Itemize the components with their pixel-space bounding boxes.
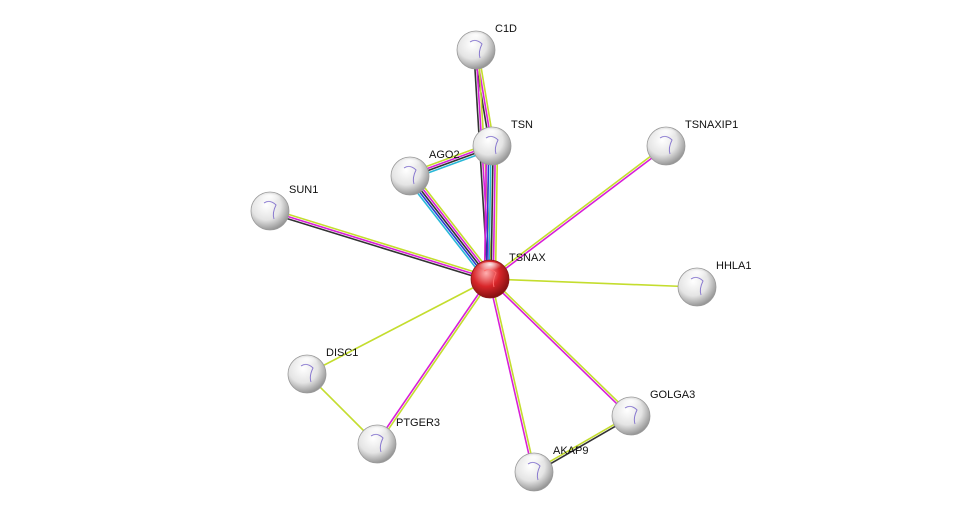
node-highlight bbox=[464, 33, 488, 45]
edge-line-textmining bbox=[306, 278, 491, 375]
node-label: TSN bbox=[511, 119, 533, 131]
edge-line-databases bbox=[488, 145, 492, 279]
node-label: C1D bbox=[495, 23, 517, 35]
edge-line-textmining bbox=[377, 279, 492, 446]
edge-line-experiments bbox=[483, 145, 488, 279]
node-tsnaxip1[interactable]: TSNAXIP1 bbox=[646, 119, 738, 166]
edge-line-experiments bbox=[492, 146, 497, 280]
edge-golga3-tsnax[interactable] bbox=[488, 277, 633, 418]
edge-line-coexpression bbox=[409, 175, 491, 280]
edge-line-textmining bbox=[494, 146, 499, 280]
edge-line-textmining bbox=[270, 208, 491, 278]
node-hhla1[interactable]: HHLA1 bbox=[677, 260, 751, 307]
node-label: TSNAX bbox=[509, 252, 546, 264]
node-label: AGO2 bbox=[429, 149, 460, 161]
node-ago2[interactable]: AGO2 bbox=[390, 149, 460, 196]
node-highlight bbox=[480, 129, 504, 141]
node-highlight bbox=[685, 270, 709, 282]
edge-line-experiments bbox=[411, 174, 493, 279]
edge-line-experiments bbox=[269, 210, 491, 280]
node-label: HHLA1 bbox=[716, 260, 751, 272]
edge-line-cooccurrence bbox=[407, 176, 489, 281]
edge-line-coexpression bbox=[269, 212, 490, 282]
edges-layer bbox=[269, 49, 698, 474]
node-akap9[interactable]: AKAP9 bbox=[514, 445, 588, 492]
node-highlight bbox=[365, 427, 389, 439]
node-disc1[interactable]: DISC1 bbox=[287, 347, 358, 394]
node-ptger3[interactable]: PTGER3 bbox=[357, 417, 440, 464]
node-label: TSNAXIP1 bbox=[685, 119, 738, 131]
node-label: GOLGA3 bbox=[650, 389, 695, 401]
node-label: PTGER3 bbox=[396, 417, 440, 429]
node-tsnax[interactable]: TSNAX bbox=[470, 252, 546, 299]
node-tsn[interactable]: TSN bbox=[472, 119, 533, 166]
edge-disc1-tsnax[interactable] bbox=[306, 278, 491, 375]
edge-line-textmining bbox=[490, 277, 633, 416]
node-sun1[interactable]: SUN1 bbox=[250, 184, 318, 231]
edge-akap9-tsnax[interactable] bbox=[488, 278, 536, 473]
node-c1d[interactable]: C1D bbox=[456, 23, 517, 70]
edge-line-textmining bbox=[412, 172, 495, 277]
edge-line-experiments bbox=[375, 277, 490, 444]
node-golga3[interactable]: GOLGA3 bbox=[611, 389, 695, 436]
edge-line-textmining bbox=[490, 278, 536, 472]
edge-sun1-tsnax[interactable] bbox=[269, 208, 491, 282]
edge-ptger3-tsnax[interactable] bbox=[375, 277, 492, 446]
edge-tsn-tsnax[interactable] bbox=[483, 145, 499, 280]
node-highlight bbox=[398, 159, 422, 171]
node-highlight bbox=[619, 399, 643, 411]
node-highlight bbox=[295, 357, 319, 369]
edge-ago2-tsnax[interactable] bbox=[405, 172, 495, 283]
edge-line-experiments bbox=[490, 146, 668, 281]
node-highlight bbox=[478, 262, 502, 274]
edge-line-experiments bbox=[488, 279, 534, 473]
node-highlight bbox=[258, 194, 282, 206]
node-highlight bbox=[654, 129, 678, 141]
edge-hhla1-tsnax[interactable] bbox=[489, 278, 698, 288]
edge-line-experiments bbox=[488, 279, 631, 418]
node-label: SUN1 bbox=[289, 184, 318, 196]
edge-line-textmining bbox=[488, 144, 666, 279]
nodes-layer: TSNAX C1D TSN AGO2 TSNAXIP1SUN1HHLA1DISC1PTG… bbox=[250, 23, 751, 492]
node-highlight bbox=[522, 455, 546, 467]
edge-line-coexpression bbox=[490, 146, 494, 280]
edge-tsnaxip1-tsnax[interactable] bbox=[488, 144, 668, 281]
edge-line-databases bbox=[405, 178, 488, 283]
node-label: AKAP9 bbox=[553, 445, 588, 457]
node-label: DISC1 bbox=[326, 347, 358, 359]
edge-line-textmining bbox=[489, 278, 698, 288]
edge-line-cooccurrence bbox=[485, 145, 490, 279]
